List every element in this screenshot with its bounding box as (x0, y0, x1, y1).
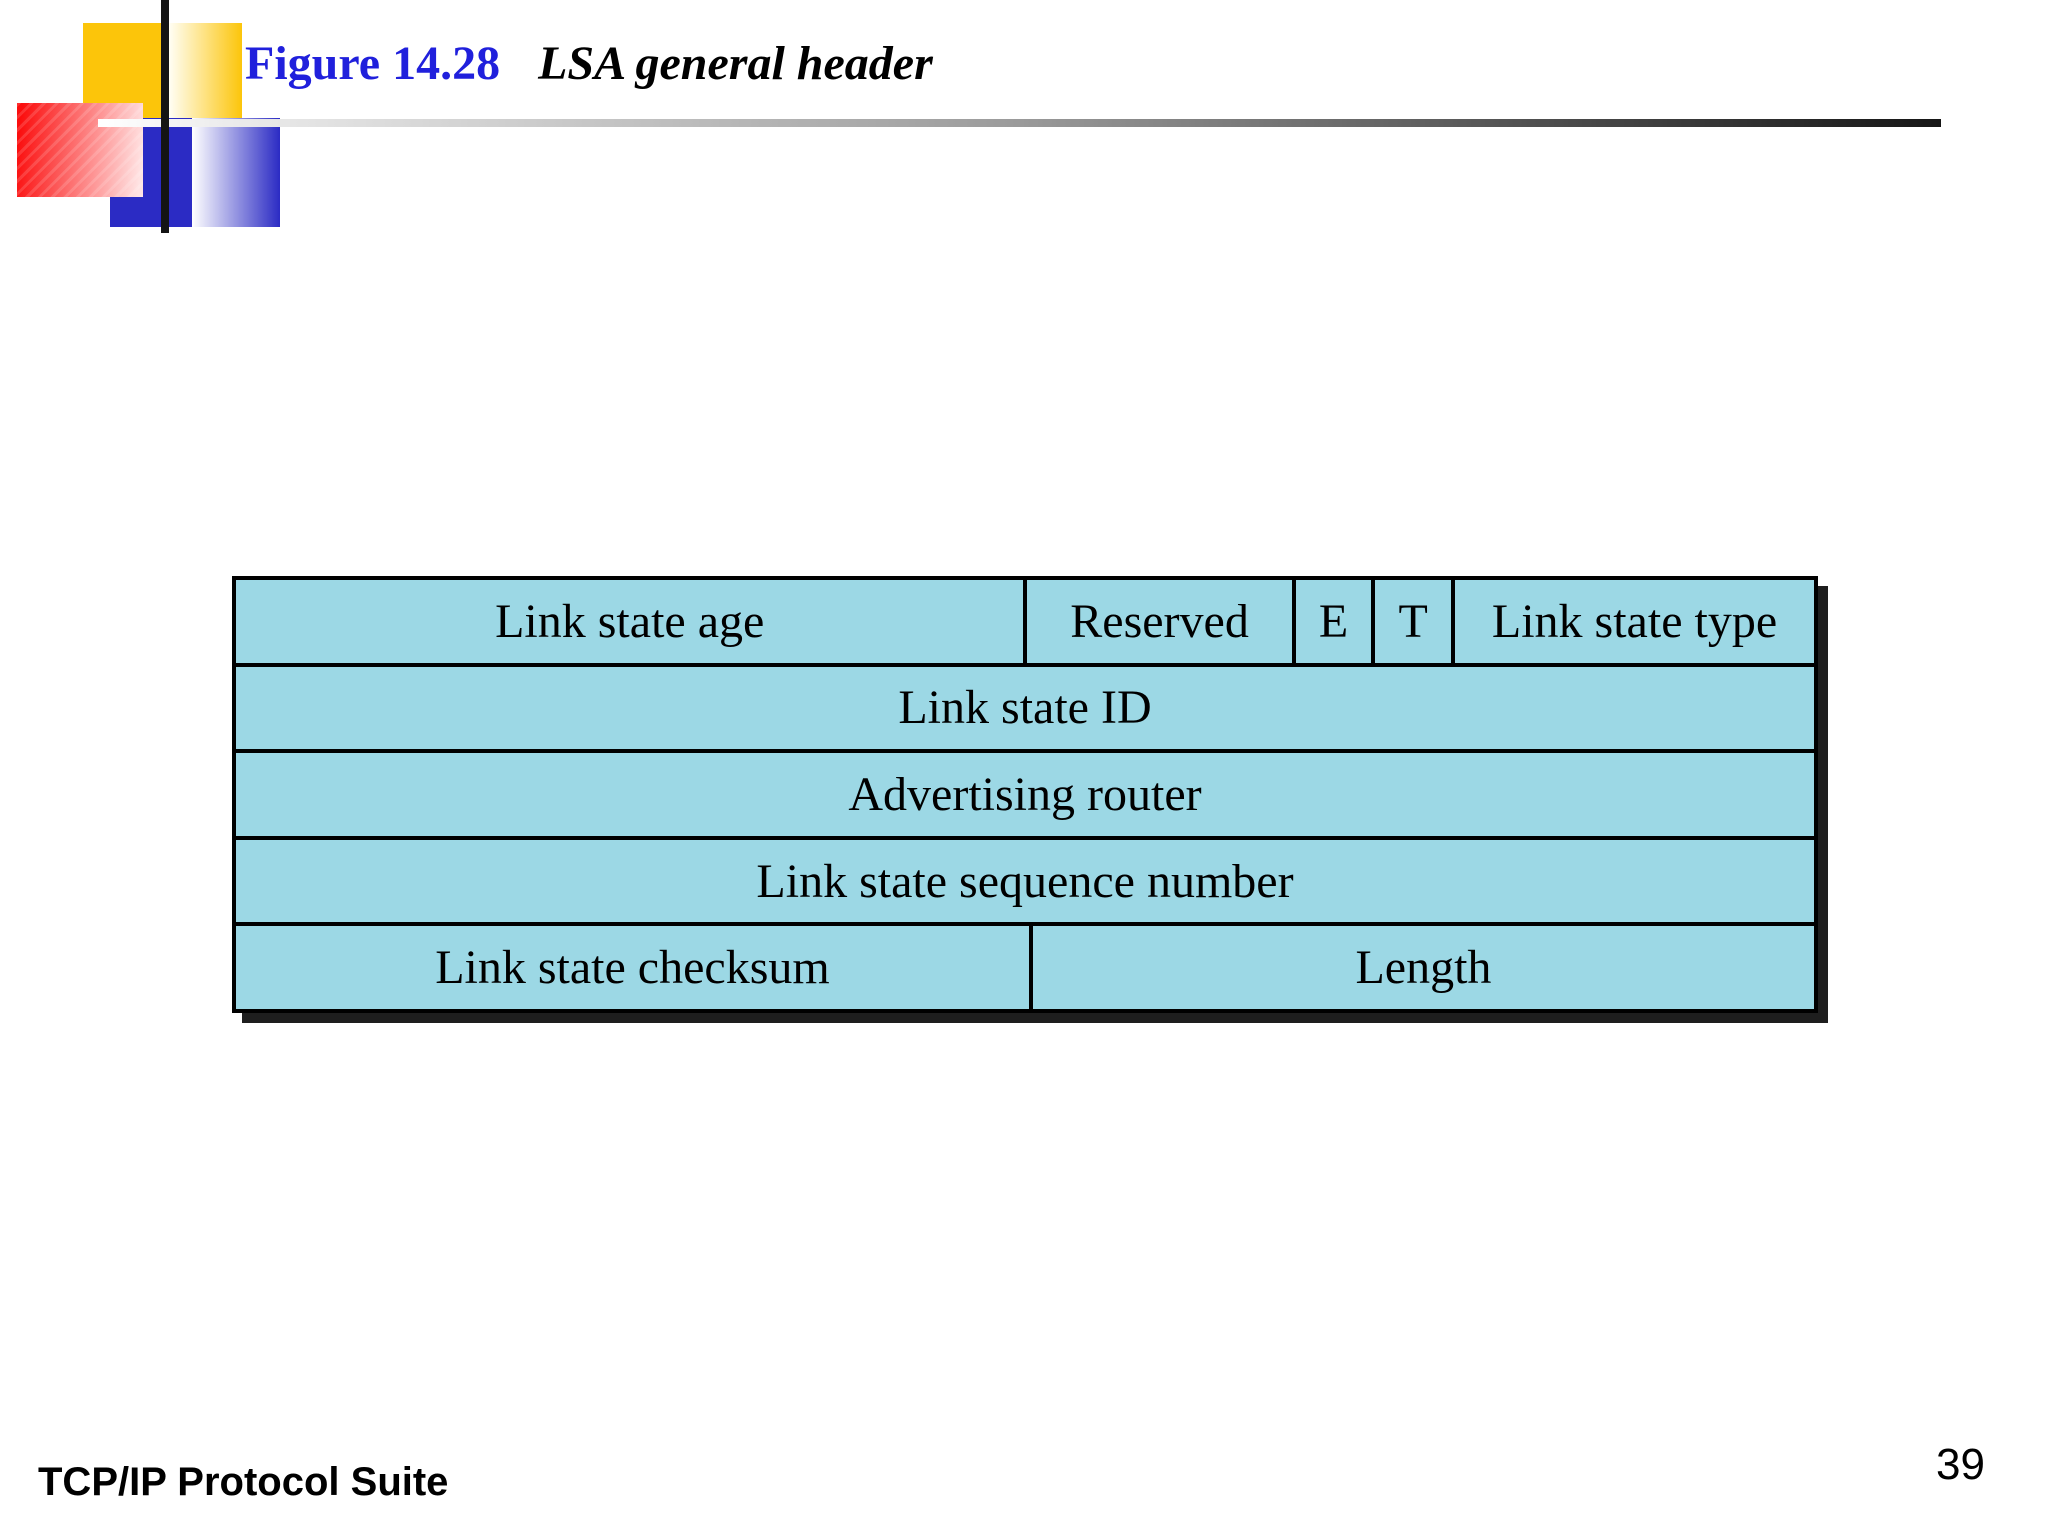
field-label: Length (1355, 941, 1492, 995)
figure-caption: Figure 14.28 LSA general header (245, 36, 933, 92)
field-label: Link state sequence number (756, 854, 1294, 908)
field-cell-advertising-router: Advertising router (236, 753, 1814, 836)
field-label: E (1318, 594, 1349, 648)
figure-title-text: LSA general header (538, 37, 933, 90)
logo-blue-gradient-square (192, 118, 280, 227)
figure-number-label: Figure 14.28 (245, 37, 501, 90)
field-label: Link state ID (898, 681, 1152, 735)
field-label: Link state age (495, 594, 765, 648)
diagram-row: Link state ID (236, 662, 1814, 750)
logo-red-square (17, 103, 143, 197)
page-number: 39 (1936, 1440, 1985, 1489)
field-cell-t: T (1371, 580, 1451, 663)
field-label: T (1398, 594, 1428, 648)
field-cell-length: Length (1028, 926, 1814, 1009)
field-cell-link-state-age: Link state age (236, 580, 1023, 663)
field-cell-link-state-type: Link state type (1451, 580, 1814, 663)
field-cell-e: E (1291, 580, 1372, 663)
logo-yellow-gradient-square (169, 23, 242, 118)
field-cell-link-state-checksum: Link state checksum (236, 926, 1029, 1009)
logo-yellow-square (83, 23, 161, 118)
logo-vertical-bar (161, 0, 169, 233)
title-underline-rule (98, 119, 1941, 127)
diagram-row: Advertising router (236, 749, 1814, 836)
field-label: Link state type (1491, 594, 1778, 648)
field-label: Reserved (1070, 594, 1249, 648)
field-label: Advertising router (848, 767, 1202, 821)
field-label: Link state checksum (435, 941, 830, 995)
field-cell-link-state-id: Link state ID (236, 667, 1814, 750)
footer-book-title: TCP/IP Protocol Suite (38, 1460, 449, 1504)
diagram-row: Link state checksum Length (236, 922, 1814, 1009)
field-cell-reserved: Reserved (1023, 580, 1291, 663)
diagram-row: Link state sequence number (236, 835, 1814, 923)
field-cell-link-state-sequence-number: Link state sequence number (236, 840, 1814, 923)
